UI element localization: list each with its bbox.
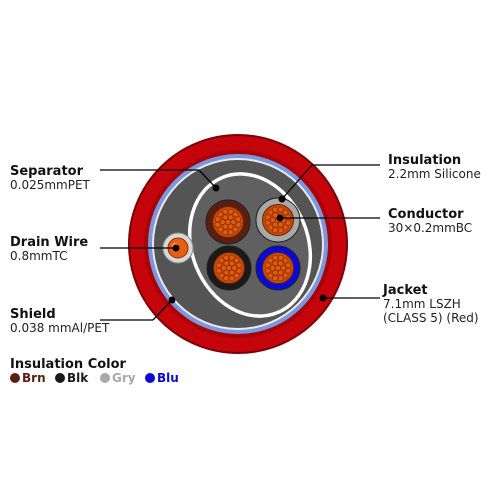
- black-core: [206, 245, 252, 291]
- conductor-spec: 30×0.2mmBC: [388, 221, 472, 235]
- shield-spec: 0.038 mmAl/PET: [10, 321, 110, 335]
- jacket-leader-dot: [319, 294, 327, 302]
- legend-item-blk: Blk: [55, 371, 89, 385]
- blue-core: [255, 245, 301, 291]
- separator-leader-diag: [198, 169, 217, 189]
- drain-wire-label: Drain Wire: [10, 235, 88, 250]
- legend-swatch: [10, 373, 20, 383]
- legend-swatch: [145, 373, 155, 383]
- legend-item-brn: Brn: [10, 371, 46, 385]
- separator-spec: 0.025mmPET: [10, 178, 91, 192]
- legend-swatch: [55, 373, 65, 383]
- insulation-color-legend: Brn Blk Gry Blu: [10, 371, 179, 385]
- drain-wire-leader-dot: [172, 244, 180, 252]
- insulation-label: Insulation: [388, 153, 461, 168]
- legend-item-blu: Blu: [145, 371, 179, 385]
- conductor-label: Conductor: [388, 207, 464, 222]
- legend-label: Gry: [112, 371, 136, 385]
- conductor-leader-dot: [276, 214, 284, 222]
- drain-wire-spec: 0.8mmTC: [10, 249, 67, 263]
- insulation-color-legend-title: Insulation Color: [10, 357, 127, 372]
- insulation-spec: 2.2mm Silicone: [388, 167, 481, 181]
- separator-leader-dot: [212, 184, 220, 192]
- legend-swatch: [100, 373, 110, 383]
- insulation-leader-diag: [281, 164, 313, 200]
- shield-leader-diag: [152, 299, 173, 321]
- legend-label: Blu: [157, 371, 179, 385]
- legend-item-gry: Gry: [100, 371, 136, 385]
- separator-label: Separator: [10, 164, 84, 179]
- insulation-leader-dot: [278, 195, 286, 203]
- legend-label: Blk: [67, 371, 89, 385]
- brown-core: [205, 199, 251, 245]
- jacket-class: (CLASS 5) (Red): [383, 311, 479, 325]
- shield-label: Shield: [10, 307, 56, 322]
- legend-label: Brn: [22, 371, 46, 385]
- jacket-label: Jacket: [382, 283, 428, 298]
- shield-leader-dot: [168, 296, 176, 304]
- jacket-spec: 7.1mm LSZH: [383, 297, 461, 311]
